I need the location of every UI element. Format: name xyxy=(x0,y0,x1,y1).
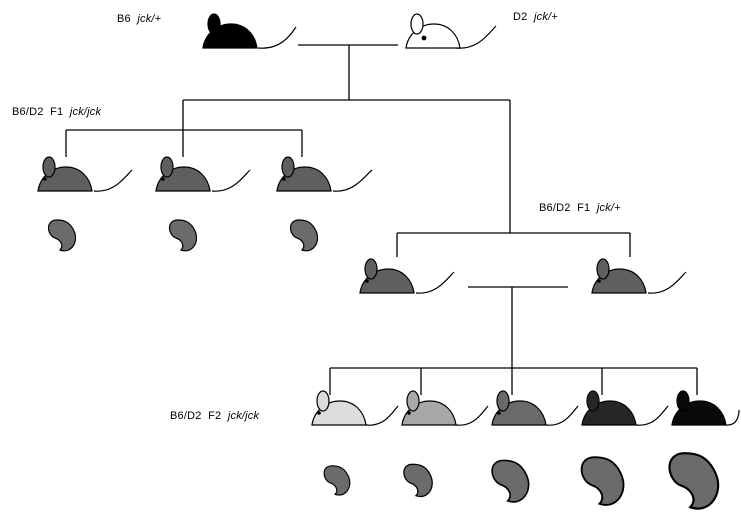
b6-parent-mouse-icon xyxy=(202,13,258,49)
f1-affected-label: B6/D2 F1 jck/jck xyxy=(12,106,101,118)
f2-mouse-icon xyxy=(401,390,457,426)
kidney-icon xyxy=(168,219,198,252)
kidney-icon xyxy=(47,219,77,252)
mouse-tails xyxy=(93,25,740,426)
f2-mouse-icon xyxy=(581,390,637,426)
f1-affected-mouse-icon xyxy=(155,156,211,192)
b6-parent-label: B6 jck/+ xyxy=(117,13,161,25)
kidney-icon xyxy=(491,459,530,503)
f1-affected-mouse-icon xyxy=(37,156,93,192)
pedigree-lines xyxy=(65,44,698,395)
d2-genotype: jck/+ xyxy=(533,11,558,23)
f1-carrier-genotype: jck/+ xyxy=(596,202,621,214)
f2-affected-strain: B6/D2 F2 xyxy=(170,410,222,422)
b6-strain: B6 xyxy=(117,13,131,25)
d2-parent-mouse-icon xyxy=(405,13,461,49)
kidney-icon xyxy=(580,456,625,506)
f2-mouse-icon xyxy=(311,390,367,426)
d2-parent-label: D2 jck/+ xyxy=(513,11,558,23)
kidney-icon xyxy=(403,463,433,498)
f1-carrier-mouse-icon xyxy=(359,258,415,294)
f1-carrier-mouse-icon xyxy=(591,258,647,294)
kidney-icon xyxy=(323,465,351,496)
f1-carrier-label: B6/D2 F1 jck/+ xyxy=(539,202,621,214)
f1-affected-strain: B6/D2 F1 xyxy=(12,106,64,118)
kidney-icon xyxy=(289,219,319,252)
f2-mouse-icon xyxy=(491,390,547,426)
f2-affected-label: B6/D2 F2 jck/jck xyxy=(170,410,259,422)
b6-genotype: jck/+ xyxy=(137,13,162,25)
f1-affected-mouse-icon xyxy=(276,156,332,192)
f1-carrier-strain: B6/D2 F1 xyxy=(539,202,591,214)
f1-affected-genotype: jck/jck xyxy=(69,106,102,118)
f2-mouse-icon xyxy=(671,390,727,426)
kidney-icon xyxy=(668,452,720,510)
d2-strain: D2 xyxy=(513,11,528,23)
f2-affected-genotype: jck/jck xyxy=(227,410,260,422)
